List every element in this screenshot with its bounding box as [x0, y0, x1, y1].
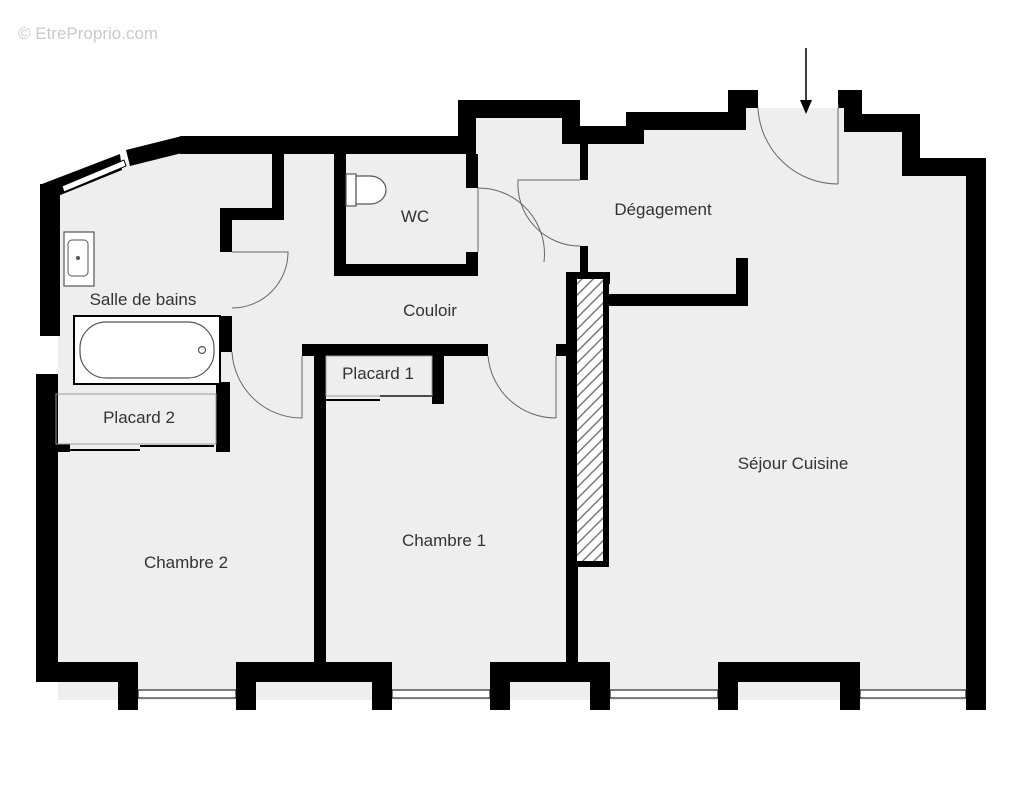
closet-outlines — [55, 355, 433, 445]
label-placard-2: Placard 2 — [103, 408, 175, 427]
watermark: © EtreProprio.com — [18, 24, 159, 43]
entrance-arrow-icon — [800, 48, 812, 114]
sink — [63, 231, 95, 287]
windows — [61, 159, 967, 699]
doors — [231, 104, 839, 419]
label-couloir: Couloir — [403, 301, 457, 320]
label-sejour-cuisine: Séjour Cuisine — [738, 454, 849, 473]
label-salle-de-bains: Salle de bains — [90, 290, 197, 309]
floor-area — [58, 100, 978, 700]
toilet — [345, 173, 387, 207]
entrance-opening — [758, 92, 838, 108]
bathtub — [73, 315, 221, 385]
label-placard-1: Placard 1 — [342, 364, 414, 383]
label-degagement: Dégagement — [614, 200, 712, 219]
label-chambre-1: Chambre 1 — [402, 531, 486, 550]
interior-walls — [56, 144, 748, 672]
label-chambre-2: Chambre 2 — [144, 553, 228, 572]
label-wc: WC — [401, 207, 429, 226]
pillar-hatched — [571, 273, 609, 567]
